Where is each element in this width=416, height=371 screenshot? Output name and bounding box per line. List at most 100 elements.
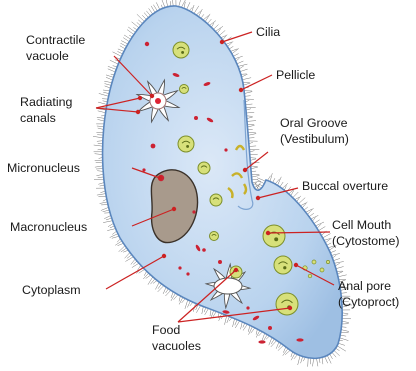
granule (186, 272, 189, 275)
cilium (105, 84, 112, 86)
granule (246, 306, 249, 309)
cilium (98, 111, 106, 113)
label-cell-mouth: Cell Mouth (Cytostome) (332, 218, 399, 248)
cilium (97, 171, 103, 172)
cilium (336, 267, 344, 269)
cilium (115, 241, 122, 245)
cilium (301, 357, 303, 364)
cilium (93, 136, 103, 138)
cilium (98, 177, 104, 178)
cilium (257, 178, 265, 182)
cilium (322, 357, 323, 364)
cilium (246, 112, 254, 113)
label-micronucleus: Micronucleus (7, 161, 80, 175)
food-vacuole (274, 256, 292, 274)
cilium (247, 117, 253, 119)
cilium (184, 2, 185, 9)
cilium (144, 13, 148, 18)
cilium (252, 175, 260, 177)
cilium (98, 119, 105, 121)
cilium (250, 159, 256, 161)
cilium (179, 0, 181, 7)
cilium (314, 220, 320, 224)
cilium (131, 259, 135, 265)
cilium (327, 355, 331, 363)
cilium (98, 183, 104, 185)
cilium (252, 179, 258, 180)
cilium (276, 342, 279, 349)
cilium (96, 162, 103, 163)
cilium (310, 358, 311, 364)
cilium (196, 11, 200, 15)
cilium (269, 337, 272, 345)
cilium (149, 8, 153, 14)
cilium (330, 251, 336, 253)
cilium (98, 128, 104, 130)
food-vacuole (198, 162, 210, 174)
cilium (340, 335, 346, 336)
cilium (255, 183, 261, 188)
cilium (256, 329, 257, 335)
cilium (340, 338, 349, 341)
cilium (247, 116, 253, 117)
cilium (251, 174, 259, 175)
food-particle (283, 266, 286, 269)
cilium (242, 74, 248, 77)
cilium (237, 61, 243, 64)
cilium (118, 243, 124, 245)
cilium (249, 146, 256, 147)
cilium (251, 166, 258, 167)
cilium (337, 271, 343, 274)
cilium (132, 263, 139, 267)
cilium (133, 261, 137, 264)
cilium (248, 125, 255, 127)
cilium (142, 15, 146, 19)
granule (194, 116, 198, 120)
cilium (285, 350, 290, 355)
cilium (280, 182, 283, 187)
cilium (123, 38, 129, 42)
cilium (298, 356, 300, 365)
cilium (207, 19, 211, 24)
cilium (243, 83, 250, 85)
granule (192, 210, 195, 213)
cilium (233, 319, 235, 327)
cilium (146, 11, 150, 16)
label-macronucleus: Macronucleus (10, 220, 87, 234)
cilium (187, 301, 190, 307)
cilium (95, 154, 103, 155)
label-oral-groove: Oral Groove (Vestibulum) (280, 116, 351, 146)
granule (142, 168, 145, 171)
cilium (95, 166, 103, 167)
cilium (192, 5, 195, 12)
cilium (103, 92, 109, 93)
cilium (137, 14, 145, 21)
cilium (317, 358, 318, 366)
cilium (108, 69, 116, 72)
cilium (166, 289, 169, 293)
cilium (158, 284, 162, 289)
cilium (318, 227, 325, 231)
cilium (248, 134, 256, 136)
cilium (244, 92, 252, 94)
cilium (151, 6, 155, 12)
cilium (338, 275, 347, 277)
cilium (153, 281, 157, 284)
cilium (341, 332, 349, 333)
cilium (308, 358, 309, 367)
cilium (165, 290, 170, 296)
cilium (242, 78, 251, 80)
cilium (106, 218, 112, 220)
cilium (232, 48, 239, 53)
cilium (125, 257, 133, 262)
cilium (228, 41, 234, 46)
cilium (337, 346, 346, 351)
cilium (247, 121, 256, 122)
label-contractile-vacuole: Contractile vacuole (26, 33, 89, 63)
label-cilia: Cilia (256, 25, 280, 39)
granule (151, 144, 156, 149)
cilium (332, 352, 336, 357)
cilium (103, 210, 110, 212)
cilium (302, 202, 307, 208)
